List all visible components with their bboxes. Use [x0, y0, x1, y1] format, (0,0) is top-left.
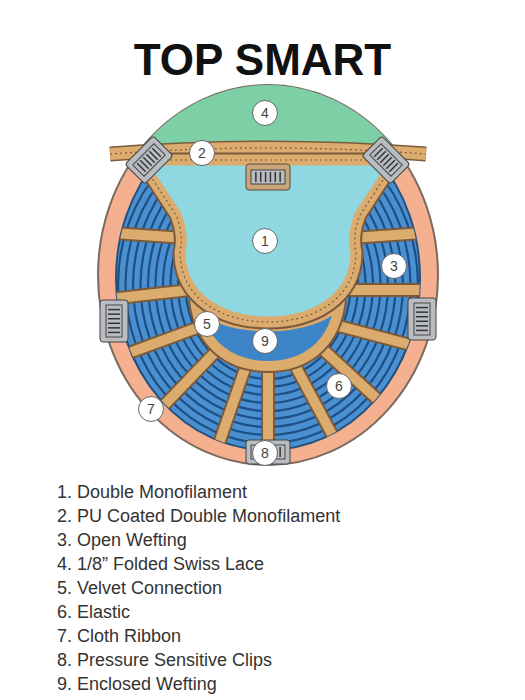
clip	[408, 298, 436, 340]
callout-text: 9	[261, 333, 269, 349]
callout-text: 2	[198, 145, 206, 161]
callout-number: 3	[381, 253, 407, 279]
callout-number: 8	[252, 440, 278, 466]
clip-tooth	[279, 447, 281, 457]
clip-tooth	[108, 309, 120, 311]
clip-tooth	[255, 172, 257, 182]
clip-tooth	[416, 311, 428, 313]
clip-tooth	[108, 318, 120, 320]
callout-text: 7	[147, 401, 155, 417]
clip-tooth	[137, 163, 145, 171]
list-item: 1. Double Monofilament	[57, 481, 247, 503]
list-item: 7. Cloth Ribbon	[57, 625, 181, 647]
callout-number: 1	[252, 228, 278, 254]
callout-text: 8	[261, 445, 269, 461]
clip-tooth	[416, 321, 428, 323]
pressure-clips	[100, 136, 436, 464]
list-item: 4. 1/8” Folded Swiss Lace	[57, 553, 264, 575]
callout-number: 7	[138, 396, 164, 422]
callout-text: 1	[261, 233, 269, 249]
list-item: 8. Pressure Sensitive Clips	[57, 649, 272, 671]
callout-number: 4	[252, 100, 278, 126]
list-item: 6. Elastic	[57, 601, 130, 623]
clip	[125, 136, 173, 184]
clip	[100, 300, 128, 342]
clip-tooth	[389, 163, 397, 171]
callout-number: 9	[252, 328, 278, 354]
mono-band	[140, 160, 396, 322]
clip-tooth	[108, 332, 120, 334]
callout-text: 5	[203, 316, 211, 332]
callout-text: 3	[390, 258, 398, 274]
clip-tooth	[108, 313, 120, 315]
clip-tooth	[260, 172, 262, 182]
list-item: 3. Open Wefting	[57, 529, 187, 551]
list-item: 5. Velvet Connection	[57, 577, 222, 599]
monofilament	[140, 160, 396, 322]
title: TOP SMART	[0, 32, 525, 88]
clip	[362, 136, 410, 184]
clip-tooth	[416, 316, 428, 318]
clip-tooth	[270, 172, 272, 182]
clip-tooth	[275, 172, 277, 182]
clip	[246, 164, 290, 190]
list-item: 2. PU Coated Double Monofilament	[57, 505, 340, 527]
clip-tooth	[416, 325, 428, 327]
clip-tooth	[108, 327, 120, 329]
clip-tooth	[416, 330, 428, 332]
clip-tooth	[416, 307, 428, 309]
callout-text: 6	[335, 378, 343, 394]
callout-number: 6	[326, 373, 352, 399]
clip-tooth	[265, 172, 267, 182]
mono-stitch	[140, 160, 396, 322]
callout-number: 5	[194, 311, 220, 337]
callout-number: 2	[189, 140, 215, 166]
list-item: 9. Enclosed Wefting	[57, 673, 217, 695]
clip-tooth	[279, 172, 281, 182]
clip-tooth	[108, 323, 120, 325]
mono-outline	[140, 160, 396, 322]
callout-text: 4	[261, 105, 269, 121]
cloth-ribbon	[98, 85, 438, 465]
